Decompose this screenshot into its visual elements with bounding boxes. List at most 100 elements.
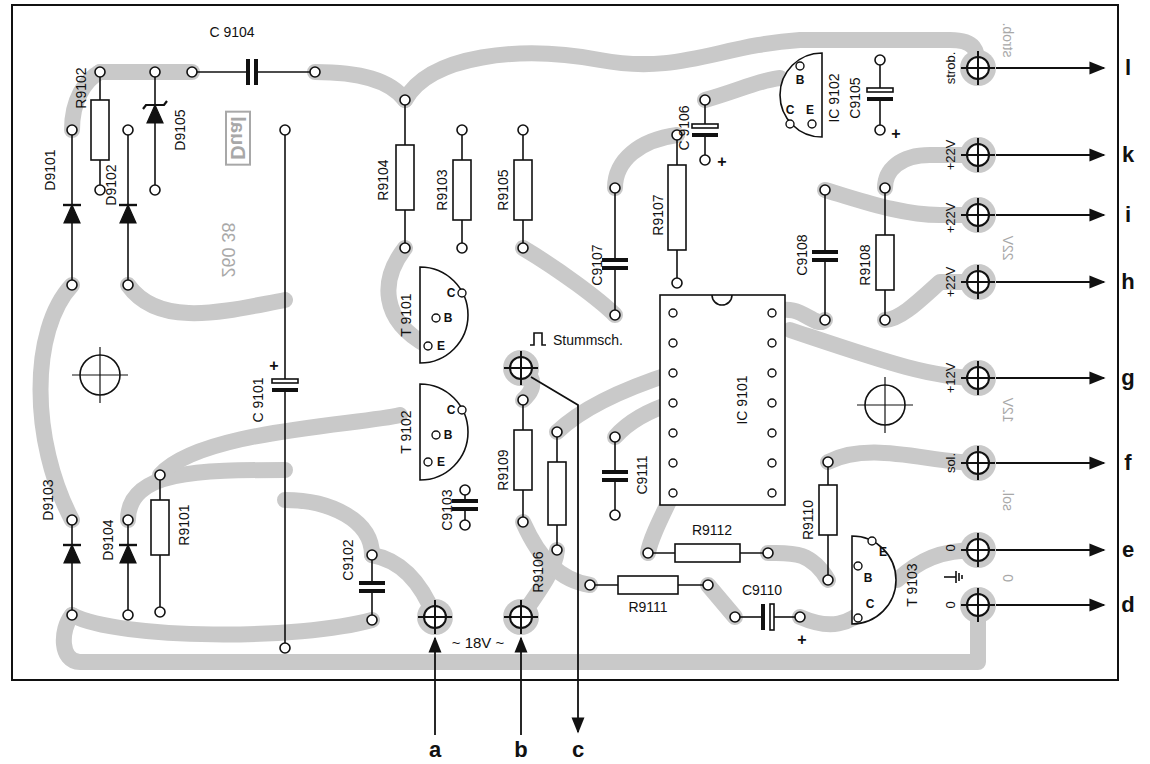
part-label: R9106 (531, 551, 545, 592)
pin-letter: C (786, 104, 795, 116)
terminal-label: 0 (944, 601, 957, 608)
pin-pad (424, 342, 432, 350)
copper-layer (41, 40, 979, 662)
solder-pad (610, 183, 620, 193)
pin-pad (768, 429, 776, 437)
solder-pad (643, 548, 653, 558)
lead-wire (824, 190, 826, 252)
lead-wire (614, 188, 616, 260)
solder-pad (67, 280, 77, 290)
solder-pad (460, 485, 470, 495)
part-label: IC 9102 (827, 73, 841, 122)
terminal-pad (503, 599, 539, 635)
lead-wire (127, 520, 129, 615)
terminal-crosshair (977, 51, 979, 85)
diode-bar (119, 204, 137, 206)
part-label: R9101 (177, 504, 191, 545)
pin-letter: B (864, 572, 873, 584)
part-label: D9104 (101, 519, 115, 560)
lead-wire (192, 71, 248, 73)
terminal-pad (960, 197, 996, 233)
copper-trace (315, 72, 405, 100)
solder-pad (67, 125, 77, 135)
pin-pad (796, 62, 804, 70)
regulator-outline (780, 53, 822, 137)
part-label: C 9106 (677, 105, 691, 150)
terminal-label: +22V (944, 203, 957, 234)
terminal-crosshair (977, 533, 979, 567)
solder-pad (400, 243, 410, 253)
solder-pad (460, 520, 470, 530)
transistor-outline (852, 536, 896, 624)
part-label: T 9101 (399, 293, 413, 336)
lead-wire (154, 72, 156, 190)
terminal-pad (417, 599, 453, 635)
part-label: C9111 (635, 455, 649, 494)
polarity-mark: + (797, 632, 806, 648)
pin-pad (768, 369, 776, 377)
capacitor-symbol (692, 133, 718, 137)
leader-lines (435, 68, 1104, 735)
resistor-symbol (396, 145, 414, 210)
leader-arrow (996, 67, 1104, 69)
part-label: R9103 (435, 169, 449, 210)
part-label: C9107 (590, 244, 604, 285)
capacitor-symbol (692, 124, 718, 128)
ground-symbol (961, 575, 963, 579)
terminal-label: +12V (944, 363, 957, 394)
capacitor-symbol (867, 97, 893, 101)
diode-symbol (120, 545, 136, 563)
pin-pad (768, 309, 776, 317)
diode-symbol (120, 205, 136, 223)
solder-pad (280, 643, 290, 653)
copper-trace (768, 553, 828, 580)
terminal-crosshair (520, 351, 522, 385)
terminal-pad (503, 350, 539, 386)
part-label: R9108 (858, 244, 872, 285)
callout-letter: l (1125, 57, 1131, 79)
resistor-symbol (876, 235, 894, 290)
resistor-symbol (453, 160, 471, 220)
polarity-mark: + (269, 358, 278, 374)
terminal-crosshair (977, 588, 979, 622)
copper-trace (160, 415, 400, 475)
part-label: C9110 (742, 583, 782, 597)
pin-pad (432, 431, 440, 439)
solder-pad (672, 278, 682, 288)
part-label: D9105 (173, 109, 187, 150)
copper-trace (285, 500, 372, 555)
transistor-outline (420, 384, 468, 480)
solder-pad (518, 517, 528, 527)
pin-pad (669, 489, 677, 497)
part-label: R9102 (74, 67, 88, 108)
terminal-pad (960, 587, 996, 623)
capacitor-symbol (602, 266, 628, 270)
terminal-crosshair (977, 198, 979, 232)
resistor-symbol (668, 165, 686, 250)
supply-label: ~ 18V ~ (452, 635, 505, 650)
pin-letter: C (866, 598, 875, 610)
resistor-symbol (618, 576, 678, 594)
copper-trace (41, 285, 73, 520)
solder-pad (610, 432, 620, 442)
part-label: D9102 (104, 164, 118, 205)
diode-symbol (64, 205, 80, 223)
pin-pad (808, 120, 816, 128)
solder-pad (700, 95, 710, 105)
terminal-label: strob. (944, 52, 957, 85)
solder-pad (150, 67, 160, 77)
capacitor-symbol (272, 379, 298, 383)
terminal-label: +22V (944, 140, 957, 171)
solder-pad (150, 185, 160, 195)
resistor-symbol (514, 430, 532, 490)
terminal-crosshair (520, 600, 522, 634)
terminal-pad (960, 445, 996, 481)
copper-trace (72, 615, 372, 634)
resistor-symbol (514, 160, 532, 220)
solder-pad (67, 515, 77, 525)
board-outline (12, 5, 1118, 680)
zener-diode-symbol (147, 105, 163, 123)
pin-letter: B (444, 429, 453, 441)
pulse-symbol (530, 333, 546, 345)
